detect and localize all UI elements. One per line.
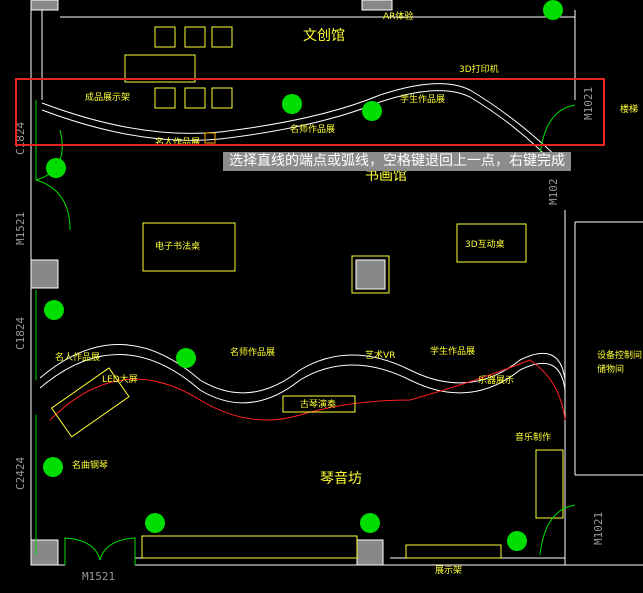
label-piano: 名曲钢琴 [72,459,108,471]
label-ar: AR体验 [383,10,413,22]
tag-door-right-mid: M102 [547,179,560,206]
tag-door-left: M1521 [14,212,27,245]
label-guqin: 古琴演奏 [300,398,336,410]
label-led: LED大屏 [102,373,138,385]
tag-window-top: C1824 [14,122,27,155]
label-3d-print: 3D打印机 [459,63,499,75]
room-label-qinyin: 琴音坊 [320,470,362,487]
selection-rectangle [15,78,605,146]
tag-door-right-bottom: M1021 [592,512,605,545]
command-tooltip: 选择直线的端点或弧线，空格键退回上一点，右键完成 [223,152,571,171]
label-3d-interactive: 3D互动桌 [465,238,505,250]
label-e-calligraphy: 电子书法桌 [155,240,200,252]
label-teacher-works: 名师作品展 [290,123,335,135]
tag-window-mid: C1824 [14,317,27,350]
room-label-control: 设备控制间 [597,349,642,361]
label-instrument: 乐器展示 [478,374,514,386]
label-student-works: 学生作品展 [400,93,445,105]
room-label-wenchuang: 文创馆 [303,28,345,44]
label-product-shelf: 成品展示架 [85,91,130,103]
snap-marker [204,132,216,144]
room-label-storage: 储物间 [597,363,624,375]
label-display-rack: 展示架 [435,565,462,576]
tag-door-right-top: M1021 [582,87,595,120]
tag-door-bottom: M1521 [82,570,115,583]
furniture [50,26,564,559]
label-teacher-works-2: 名师作品展 [230,346,275,358]
label-music-make: 音乐制作 [515,431,551,443]
label-art-vr: 艺术VR [365,349,395,361]
plants [43,0,563,551]
label-celebrity-works-2: 名人作品展 [55,351,100,363]
route-path [49,359,566,421]
label-student-works-2: 学生作品展 [430,345,475,357]
room-label-shuhua: 书画馆 [365,168,407,184]
tag-window-low: C2424 [14,457,27,490]
label-stairs: 楼梯 [620,103,638,115]
doors [35,100,576,565]
